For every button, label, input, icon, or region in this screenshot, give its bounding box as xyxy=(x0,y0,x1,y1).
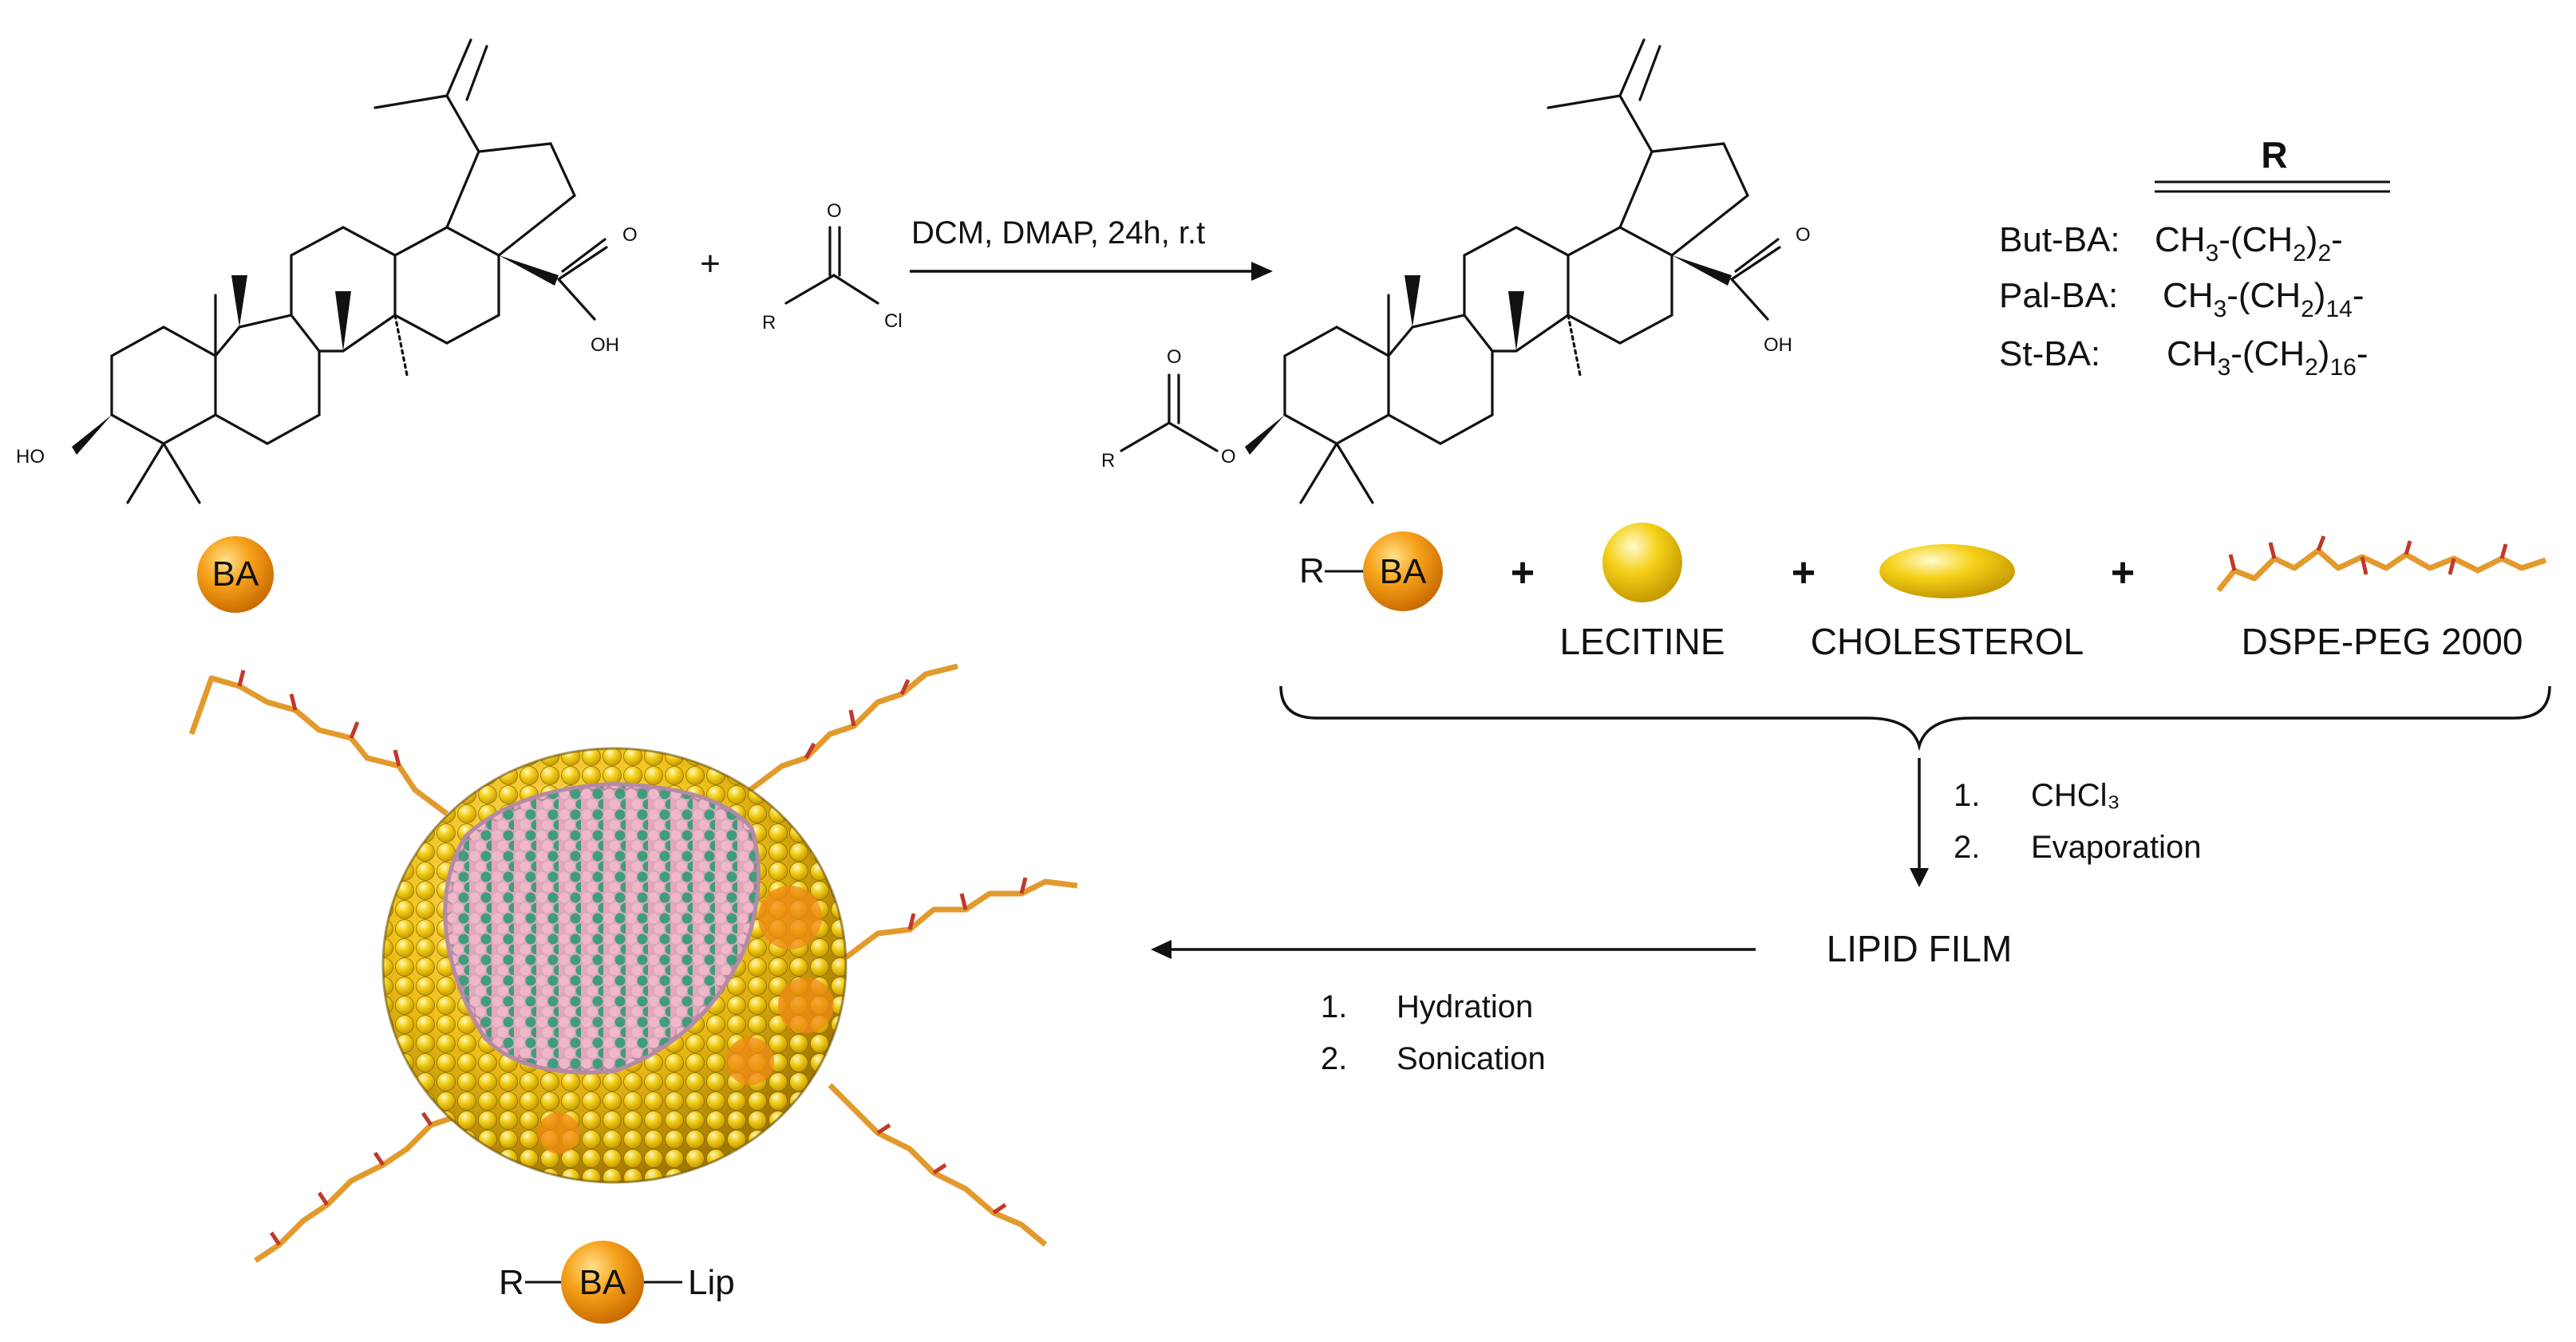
peg-sidegroups xyxy=(2228,535,2508,575)
r-row-name: Pal-BA: xyxy=(1999,276,2118,315)
acyl-bonds xyxy=(784,226,879,305)
step2-num: 2. xyxy=(1321,1041,1347,1076)
step1-list: 1. CHCl₃ 2. Evaporation xyxy=(1954,778,2201,865)
grouping-brace xyxy=(1279,685,2551,752)
step1-label: CHCl₃ xyxy=(2031,778,2120,813)
step1-num: 2. xyxy=(1954,830,1980,865)
ba-sphere xyxy=(197,536,274,613)
dspe-peg-chain xyxy=(2216,535,2547,593)
down-arrow-head xyxy=(1910,868,1929,887)
r-row-formula: CH3-(CH2)14- xyxy=(2163,276,2364,322)
reaction-arrow: DCM, DMAP, 24h, r.t xyxy=(910,215,1273,281)
ring-b xyxy=(214,314,321,445)
step2-num: 1. xyxy=(1321,989,1347,1024)
acyl-chloride: O R Cl xyxy=(762,200,903,334)
ring-d xyxy=(393,226,500,345)
step1-label: Evaporation xyxy=(2031,830,2201,865)
comp-r-label: R xyxy=(1299,551,1325,590)
betulinic-acid-structure: O OH HO xyxy=(16,38,638,504)
liposome-outline xyxy=(381,747,847,1184)
dspe-label: DSPE-PEG 2000 xyxy=(2242,621,2523,662)
ring-e xyxy=(445,142,576,257)
lipid-film-label: LIPID FILM xyxy=(1827,928,2013,969)
cholesterol-ellipsoid xyxy=(1879,544,2015,598)
r-row-pal: Pal-BA: CH3-(CH2)14- xyxy=(1999,276,2364,322)
step2-label: Hydration xyxy=(1397,989,1533,1024)
hydroxyl-label: OH xyxy=(591,334,619,356)
lecitine-label: LECITINE xyxy=(1559,621,1725,662)
final-r-label: R xyxy=(499,1263,524,1302)
plus-sign: + xyxy=(1792,550,1815,596)
wedge-bond xyxy=(499,255,559,286)
r-row-st: St-BA: CH3-(CH2)16- xyxy=(1999,334,2368,381)
hash-bond xyxy=(393,314,409,377)
down-arrow xyxy=(1910,758,1929,887)
r-row-formula: CH3-(CH2)16- xyxy=(2167,334,2368,381)
left-arrow xyxy=(1151,940,1756,959)
ba-badge: BA xyxy=(197,536,274,613)
left-arrow-head xyxy=(1151,940,1171,959)
gem-dimethyl xyxy=(126,442,201,504)
ester-r-label: R xyxy=(1101,450,1115,472)
r-row-formula: CH3-(CH2)2- xyxy=(2155,220,2343,266)
wedge-bond xyxy=(231,275,247,327)
peg-backbone xyxy=(2216,547,2547,593)
carbonyl-o-label: O xyxy=(622,224,638,246)
final-lip-label: Lip xyxy=(688,1263,735,1302)
r-row-name: But-BA: xyxy=(1999,220,2120,259)
acyl-r-label: R xyxy=(762,312,776,334)
ho-label: HO xyxy=(16,446,45,468)
step2-list: 1. Hydration 2. Sonication xyxy=(1321,989,1546,1076)
carboxyl-bonds xyxy=(557,238,608,321)
acyl-cl-label: Cl xyxy=(884,310,903,332)
peg-sidegroups xyxy=(237,669,1028,1246)
comp-ba-label: BA xyxy=(1380,552,1427,591)
cholesterol-label: CHOLESTEROL xyxy=(1811,621,2084,662)
product-hydroxyl-label: OH xyxy=(1764,334,1792,356)
final-product-label: R BA Lip xyxy=(499,1241,735,1324)
isopropenyl xyxy=(373,38,488,153)
ester-product-structure: O OH O O R xyxy=(1101,38,1811,504)
wedge-bond xyxy=(72,415,112,455)
comp-ba-sphere xyxy=(1363,531,1443,611)
r-group-table: R But-BA: CH3-(CH2)2- Pal-BA: CH3-(CH2)1… xyxy=(1999,134,2390,381)
final-ba-label: BA xyxy=(579,1263,626,1302)
ring-a xyxy=(110,326,217,445)
r-table-header: R xyxy=(2261,134,2287,176)
wedge-bond xyxy=(335,291,351,351)
plus-sign: + xyxy=(2111,550,2135,596)
r-row-but: But-BA: CH3-(CH2)2- xyxy=(1999,220,2343,266)
acyl-o-label: O xyxy=(827,200,842,222)
step2-label: Sonication xyxy=(1397,1041,1546,1076)
components-row: R BA + LECITINE + CHOLESTEROL + DSPE-PEG… xyxy=(1299,523,2547,662)
liposome-illustration xyxy=(188,663,1078,1263)
reaction-conditions: DCM, DMAP, 24h, r.t xyxy=(911,215,1205,251)
plus-sign: + xyxy=(1511,550,1535,596)
ba-badge-label: BA xyxy=(212,555,259,594)
step1-num: 1. xyxy=(1954,778,1980,813)
ester-carbonyl-o-label: O xyxy=(1167,346,1182,368)
plus-sign: + xyxy=(700,244,721,283)
r-row-name: St-BA: xyxy=(1999,334,2100,373)
arrow-head xyxy=(1251,262,1273,281)
ester-o-label: O xyxy=(1221,446,1236,468)
product-carbonyl-o-label: O xyxy=(1796,224,1811,246)
lecitine-sphere xyxy=(1602,523,1682,602)
final-ba-sphere xyxy=(561,1241,644,1324)
